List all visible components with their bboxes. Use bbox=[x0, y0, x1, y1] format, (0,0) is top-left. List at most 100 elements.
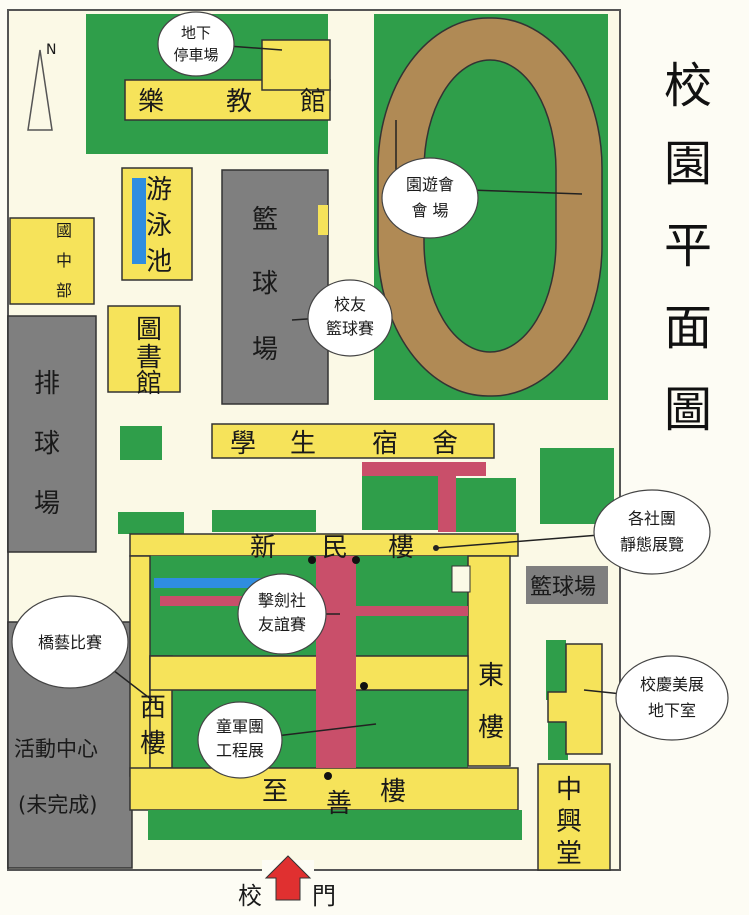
music-hall-label-2: 教 bbox=[226, 87, 252, 117]
basketball-label-3: 場 bbox=[252, 335, 278, 365]
north-arrow-icon bbox=[27, 49, 53, 131]
library-label-1: 圖 bbox=[136, 315, 162, 345]
volleyball-label-2: 球 bbox=[34, 429, 60, 459]
activity-center-label: 活動中心 bbox=[14, 737, 98, 761]
basketball-label-2: 球 bbox=[252, 269, 278, 299]
walkway bbox=[356, 606, 468, 616]
title-char-2: 園 bbox=[664, 136, 712, 192]
callout-scouts-line-1: 童軍團 bbox=[216, 717, 264, 736]
music-hall-label-3: 館 bbox=[300, 87, 326, 117]
callout-anniversary: 校慶美展 地下室 bbox=[583, 655, 729, 741]
pool-label-2: 泳 bbox=[146, 211, 172, 241]
zhishan-label-3: 樓 bbox=[380, 777, 406, 807]
volleyball-label-1: 排 bbox=[34, 369, 60, 399]
zhongxing-label-1: 中 bbox=[556, 775, 582, 805]
callout-fair-line-2: 會 場 bbox=[411, 201, 448, 220]
walkway bbox=[438, 462, 456, 532]
north-label: N bbox=[46, 42, 56, 58]
basketball-label-1: 籃 bbox=[252, 205, 278, 235]
title-char-3: 平 bbox=[664, 218, 712, 274]
west-label-2: 樓 bbox=[140, 729, 166, 759]
callout-parking: 地下 停車場 bbox=[157, 11, 283, 77]
small-kiosk bbox=[451, 565, 471, 593]
gate-label-1: 校 bbox=[238, 882, 262, 910]
south-hedge bbox=[148, 810, 522, 840]
green-patch bbox=[546, 640, 566, 700]
callout-fencing: 擊劍社 友誼賽 bbox=[237, 573, 340, 655]
east-building bbox=[467, 555, 511, 767]
music-hall-label-1: 樂 bbox=[138, 87, 164, 117]
xinmin-label-1: 新 bbox=[250, 533, 276, 563]
central-walkway bbox=[316, 556, 356, 768]
zhongxing-label-2: 興 bbox=[556, 807, 582, 837]
library-label-3: 館 bbox=[136, 369, 162, 399]
callout-fair: 園遊會 會 場 bbox=[381, 120, 583, 239]
title-char-4: 面 bbox=[664, 300, 712, 356]
court-annex bbox=[318, 205, 328, 235]
pool-water bbox=[132, 178, 146, 264]
callout-fencing-line-1: 擊劍社 bbox=[258, 591, 306, 610]
water-channel bbox=[154, 578, 264, 588]
anniversary-building bbox=[547, 643, 603, 755]
callout-clubs-line-1: 各社團 bbox=[628, 509, 676, 528]
marker-dot bbox=[352, 556, 360, 564]
marker-dot bbox=[308, 556, 316, 564]
callout-clubs-line-2: 靜態展覽 bbox=[620, 535, 684, 554]
pool-label-3: 池 bbox=[146, 247, 172, 277]
junior-high-building bbox=[9, 217, 95, 305]
title-char-5: 圖 bbox=[664, 382, 712, 438]
callout-alumni-line-1: 校友 bbox=[334, 295, 366, 314]
junior-high-label-3: 部 bbox=[56, 281, 72, 300]
xinmin-label-3: 樓 bbox=[388, 533, 414, 563]
title-char-1: 校 bbox=[664, 58, 712, 114]
east-label-2: 樓 bbox=[478, 713, 504, 743]
dorm-label-4: 舍 bbox=[432, 429, 458, 459]
walkway bbox=[160, 596, 316, 606]
callout-parking-line-1: 地下 bbox=[181, 24, 211, 42]
green-patch bbox=[118, 512, 184, 534]
zhishan-label-2: 善 bbox=[326, 789, 352, 819]
marker-dot bbox=[360, 682, 368, 690]
junior-high-label-1: 國 bbox=[56, 221, 72, 240]
green-patch bbox=[120, 426, 162, 460]
callout-anniversary-line-2: 地下室 bbox=[648, 701, 696, 720]
pool-label-1: 游 bbox=[146, 175, 172, 205]
callout-clubs: 各社團 靜態展覽 bbox=[433, 489, 711, 575]
volleyball-label-3: 場 bbox=[34, 489, 60, 519]
small-basketball-label: 籃球場 bbox=[530, 575, 596, 600]
dormitory-building bbox=[211, 423, 495, 459]
west-label-1: 西 bbox=[140, 693, 166, 723]
activity-center-note: (未完成) bbox=[18, 793, 97, 817]
callout-bridge: 橋藝比賽 bbox=[11, 595, 153, 701]
basketball-court-small bbox=[526, 566, 608, 604]
walkway bbox=[362, 462, 486, 476]
dorm-label-3: 宿 bbox=[372, 429, 398, 459]
callout-bridge-line-1: 橋藝比賽 bbox=[38, 633, 102, 652]
music-hall-wing bbox=[261, 39, 331, 91]
gate-label-2: 門 bbox=[312, 882, 336, 910]
green-patch bbox=[456, 478, 516, 532]
gate-arrow bbox=[264, 855, 312, 901]
xinmin-label-2: 民 bbox=[322, 533, 348, 563]
zhishan-building bbox=[129, 767, 519, 811]
zhishan-label-1: 至 bbox=[262, 777, 288, 807]
east-label-1: 東 bbox=[478, 661, 504, 691]
dorm-label-2: 生 bbox=[290, 429, 316, 459]
callout-fair-line-1: 園遊會 bbox=[406, 175, 454, 194]
dorm-label-1: 學 bbox=[230, 429, 256, 459]
marker-dot bbox=[324, 772, 332, 780]
green-patch bbox=[362, 476, 438, 530]
middle-building bbox=[149, 655, 469, 691]
callout-scouts-line-2: 工程展 bbox=[216, 741, 264, 760]
callout-scouts: 童軍團 工程展 bbox=[197, 701, 377, 779]
callout-fencing-line-2: 友誼賽 bbox=[258, 615, 306, 634]
callout-alumni: 校友 籃球賽 bbox=[291, 279, 393, 357]
callout-parking-line-2: 停車場 bbox=[173, 46, 218, 64]
green-patch bbox=[212, 510, 316, 532]
zhongxing-label-3: 堂 bbox=[556, 839, 582, 869]
basketball-court-main bbox=[221, 169, 329, 405]
junior-high-label-2: 中 bbox=[56, 251, 72, 270]
library-label-2: 書 bbox=[136, 343, 162, 373]
zhongxing-hall bbox=[537, 763, 611, 871]
